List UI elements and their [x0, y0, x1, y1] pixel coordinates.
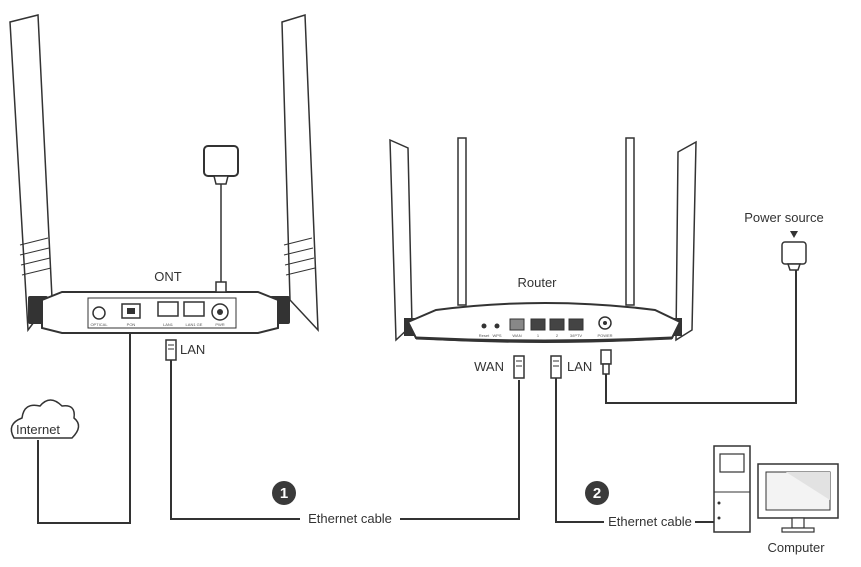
router-port-label: 1	[537, 333, 540, 338]
router-port-label: WAN	[512, 333, 521, 338]
internet-label: Internet	[16, 422, 60, 437]
router-antenna	[625, 137, 635, 306]
router-wan-plug	[513, 355, 525, 379]
router-port-label: 2	[556, 333, 559, 338]
ont-port-label: PWR	[215, 322, 224, 327]
router-port-label: WPS	[492, 333, 501, 338]
ethernet-cable-2-left	[555, 378, 604, 523]
router-reset-button	[481, 323, 487, 329]
step-1-number: 1	[280, 485, 288, 502]
router-lan-label: LAN	[567, 359, 592, 374]
router-label: Router	[517, 275, 557, 290]
ont-power-adapter	[203, 145, 239, 293]
step-2-number: 2	[593, 485, 601, 502]
ont-lan-plug	[165, 339, 177, 361]
ont-port-label: LAN1 GE	[186, 322, 203, 327]
router-port-label: POWER	[597, 333, 612, 338]
router-device: Reset WPS WAN 1 2 3/IPTV POWER Router	[389, 137, 697, 343]
router-antenna	[389, 138, 413, 342]
ont-port-label: PON	[127, 322, 136, 327]
power-source-label: Power source	[744, 210, 823, 225]
router-antenna	[457, 137, 467, 306]
ont-right-antenna	[270, 14, 319, 332]
ont-lan1-port	[157, 301, 179, 317]
internet-cloud: Internet	[10, 399, 80, 439]
router-power-cable	[605, 270, 797, 404]
router-wps-button	[494, 323, 500, 329]
router-lan3-port	[568, 318, 584, 331]
power-adapter	[781, 241, 807, 271]
ethernet-cable-1-label: Ethernet cable	[308, 511, 392, 526]
ont-lan2-port	[183, 301, 205, 317]
router-power-plug	[600, 349, 612, 375]
ont-port-label: LAN1	[163, 322, 174, 327]
ont-device: OPTICAL PON LAN1 LAN1 GE PWR ONT	[9, 14, 319, 334]
step-1-badge: 1	[272, 481, 296, 505]
ont-label: ONT	[154, 269, 182, 284]
ethernet-cable-1-left	[170, 360, 300, 520]
router-wan-port	[509, 318, 525, 331]
ont-left-antenna	[9, 14, 53, 333]
ont-optical-port	[92, 306, 106, 320]
computer: Computer	[713, 445, 839, 555]
step-2-badge: 2	[585, 481, 609, 505]
ethernet-cable-1-right	[400, 380, 520, 520]
router-antenna	[675, 140, 697, 342]
router-lan2-port	[549, 318, 565, 331]
router-lan-plug	[550, 355, 562, 379]
router-port-label: 3/IPTV	[570, 333, 583, 338]
computer-label: Computer	[767, 540, 825, 555]
power-source-arrow-icon	[790, 231, 798, 238]
ont-lan-label: LAN	[180, 342, 205, 357]
ont-port-label: OPTICAL	[90, 322, 108, 327]
ethernet-cable-2-label: Ethernet cable	[608, 514, 692, 529]
computer-monitor	[757, 463, 839, 533]
router-port-label: Reset	[479, 333, 490, 338]
fiber-line	[37, 334, 131, 524]
computer-tower	[713, 445, 751, 533]
router-wan-label: WAN	[474, 359, 504, 374]
router-lan1-port	[530, 318, 546, 331]
